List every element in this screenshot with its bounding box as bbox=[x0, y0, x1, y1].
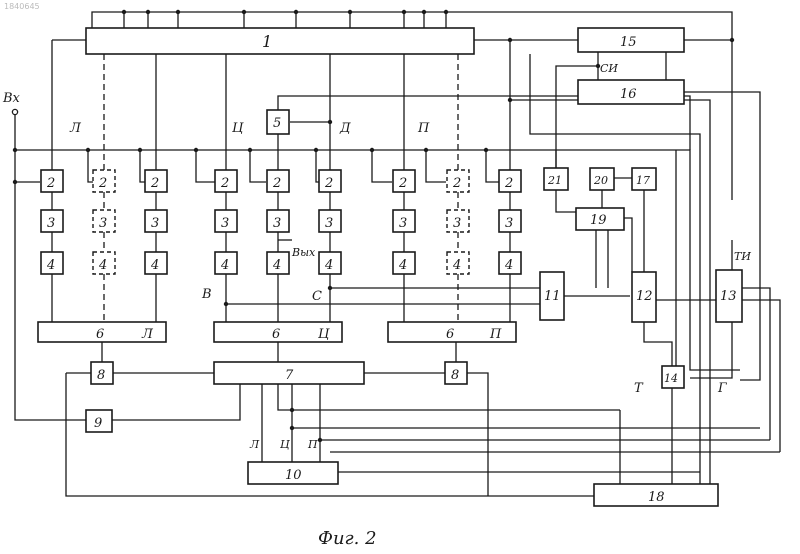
svg-text:19: 19 bbox=[590, 213, 607, 228]
block-9-link bbox=[112, 384, 240, 420]
signal-label-si: СИ bbox=[600, 62, 618, 75]
svg-text:4: 4 bbox=[504, 258, 513, 273]
right-links bbox=[508, 38, 760, 500]
svg-text:2: 2 bbox=[46, 176, 55, 191]
svg-text:4: 4 bbox=[452, 258, 461, 273]
signal-label-s: С bbox=[312, 289, 322, 304]
svg-text:14: 14 bbox=[664, 372, 678, 385]
svg-text:13: 13 bbox=[720, 289, 737, 304]
svg-text:Л: Л bbox=[249, 438, 260, 451]
patent-number: 1840645 bbox=[4, 2, 40, 11]
input-label: Вх bbox=[2, 91, 21, 106]
svg-text:8: 8 bbox=[451, 368, 459, 383]
svg-text:12: 12 bbox=[636, 289, 653, 304]
svg-text:4: 4 bbox=[46, 258, 55, 273]
block-5-label: 5 bbox=[273, 116, 281, 131]
svg-text:3: 3 bbox=[453, 216, 461, 231]
svg-text:8: 8 bbox=[97, 368, 105, 383]
svg-text:21: 21 bbox=[547, 174, 562, 187]
svg-text:2: 2 bbox=[272, 176, 281, 191]
signal-label-ti: ТИ bbox=[734, 250, 751, 263]
svg-text:16: 16 bbox=[620, 87, 637, 102]
seven-to-ten bbox=[262, 384, 780, 462]
svg-text:2: 2 bbox=[220, 176, 229, 191]
svg-text:10: 10 bbox=[285, 468, 302, 483]
svg-text:3: 3 bbox=[505, 216, 513, 231]
svg-text:2: 2 bbox=[98, 176, 107, 191]
svg-text:3: 3 bbox=[325, 216, 333, 231]
svg-text:20: 20 bbox=[593, 174, 608, 187]
svg-text:6: 6 bbox=[96, 327, 104, 342]
svg-text:Ц: Ц bbox=[280, 438, 290, 451]
svg-text:3: 3 bbox=[273, 216, 281, 231]
svg-text:17: 17 bbox=[636, 174, 650, 187]
svg-text:3: 3 bbox=[399, 216, 407, 231]
svg-text:6: 6 bbox=[272, 327, 280, 342]
figure-caption: Фиг. 2 bbox=[318, 528, 377, 549]
svg-text:П: П bbox=[307, 438, 318, 451]
group-label-left: Л bbox=[69, 121, 82, 136]
svg-text:9: 9 bbox=[94, 416, 102, 431]
output-label: Вых bbox=[291, 246, 316, 259]
svg-text:3: 3 bbox=[99, 216, 107, 231]
svg-text:2: 2 bbox=[324, 176, 333, 191]
signal-label-d: Д bbox=[339, 121, 351, 136]
blocks-2-labels: 2 2 2 2 2 2 2 2 2 bbox=[46, 176, 513, 191]
svg-text:2: 2 bbox=[398, 176, 407, 191]
block-19-links bbox=[596, 190, 632, 288]
block-1-outputs bbox=[52, 38, 560, 172]
signal-label-v: В bbox=[201, 287, 212, 302]
svg-text:4: 4 bbox=[398, 258, 407, 273]
group-label-center: Ц bbox=[232, 121, 244, 136]
svg-text:П: П bbox=[489, 327, 502, 342]
svg-text:4: 4 bbox=[272, 258, 281, 273]
svg-text:4: 4 bbox=[324, 258, 333, 273]
svg-text:Ц: Ц bbox=[318, 327, 330, 342]
svg-text:2: 2 bbox=[452, 176, 461, 191]
svg-text:4: 4 bbox=[150, 258, 159, 273]
svg-text:3: 3 bbox=[47, 216, 55, 231]
blocks-3-labels: 3 3 3 3 3 3 3 3 3 bbox=[47, 216, 513, 231]
svg-text:4: 4 bbox=[98, 258, 107, 273]
svg-text:18: 18 bbox=[648, 490, 665, 505]
svg-text:4: 4 bbox=[220, 258, 229, 273]
svg-text:2: 2 bbox=[150, 176, 159, 191]
svg-text:7: 7 bbox=[285, 368, 294, 383]
svg-text:Л: Л bbox=[141, 327, 154, 342]
right-feedback bbox=[467, 373, 488, 496]
svg-text:11: 11 bbox=[544, 289, 561, 304]
signal-label-g: Г bbox=[717, 381, 727, 396]
six-outputs bbox=[102, 342, 456, 362]
block-1 bbox=[86, 28, 474, 54]
svg-text:3: 3 bbox=[151, 216, 159, 231]
group-label-right: П bbox=[417, 121, 430, 136]
blocks-4-labels: 4 4 4 4 4 4 4 4 4 bbox=[46, 258, 513, 273]
svg-text:3: 3 bbox=[221, 216, 229, 231]
svg-text:6: 6 bbox=[446, 327, 454, 342]
block-1-label: 1 bbox=[262, 32, 272, 51]
v-s-lines bbox=[224, 286, 630, 306]
signal-label-t: Т bbox=[634, 381, 644, 396]
svg-text:2: 2 bbox=[504, 176, 513, 191]
svg-text:15: 15 bbox=[620, 35, 637, 50]
